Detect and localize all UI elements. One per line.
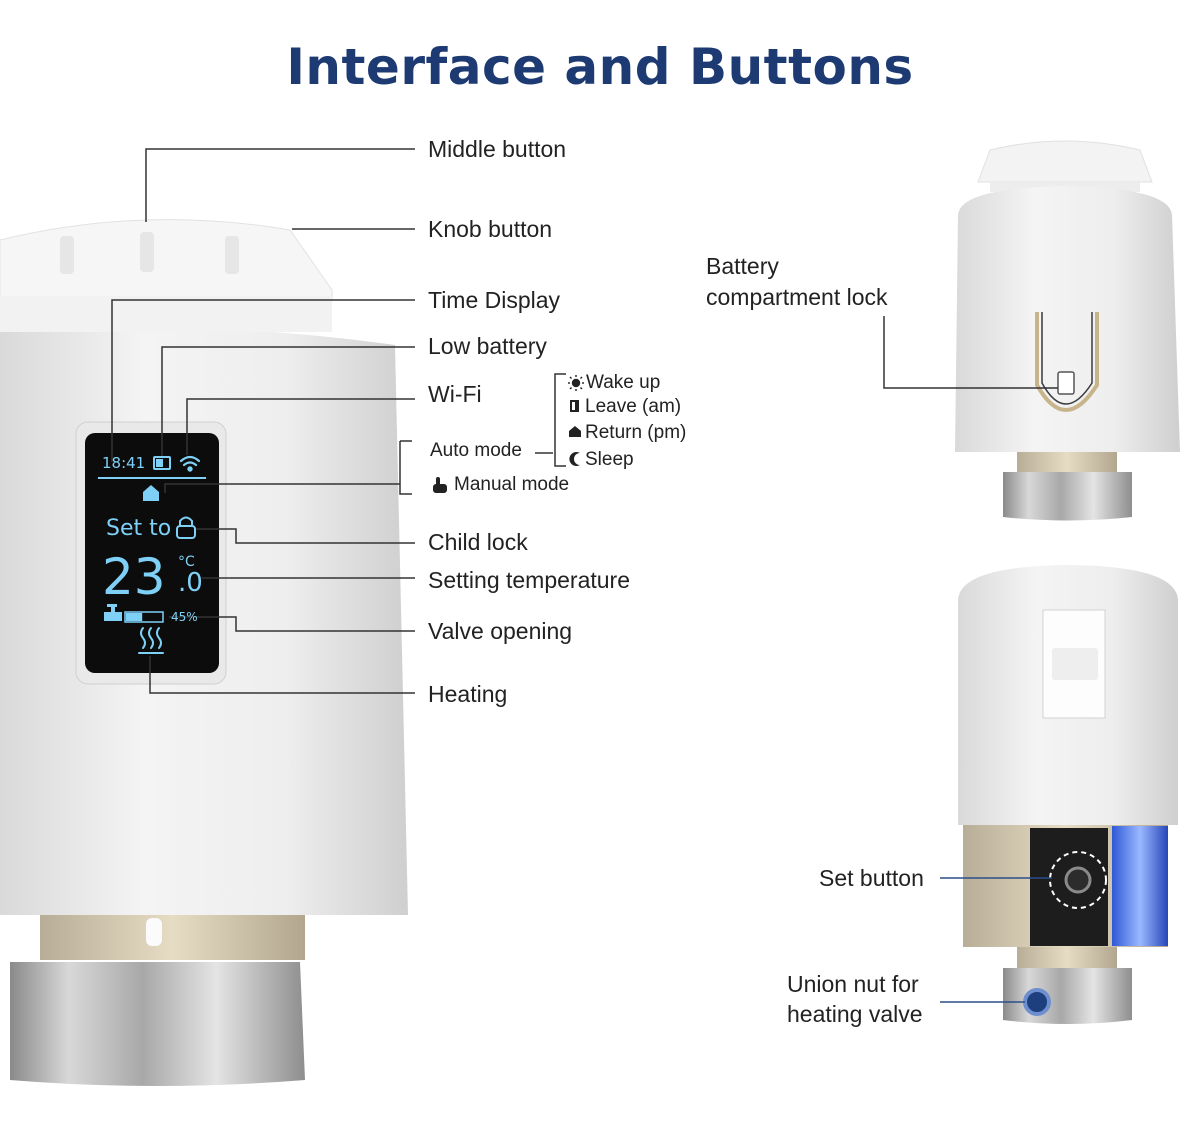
- door-icon: [570, 400, 579, 412]
- house-icon: [569, 426, 581, 437]
- lcd-heating-icon: [138, 627, 164, 654]
- callout-lines-blue: [940, 877, 1052, 1003]
- label-wifi: Wi-Fi: [428, 381, 482, 407]
- lcd-lock-icon: [176, 516, 196, 539]
- lcd-valve-bar: [124, 611, 164, 623]
- label-auto-mode: Auto mode: [430, 440, 522, 461]
- lcd-temp-dec: .0: [178, 568, 203, 598]
- lcd-temp-int: 23: [102, 548, 166, 606]
- label-valve-opening: Valve opening: [428, 618, 573, 644]
- lcd-battery-icon: [153, 456, 171, 470]
- auto-mode-leave: Leave (am): [585, 396, 682, 417]
- lcd-wifi-icon: [179, 455, 201, 472]
- lcd-valve-icon: [104, 604, 122, 621]
- side-thermostat: [955, 140, 1180, 521]
- auto-mode-wake-up: Wake up: [586, 372, 661, 393]
- label-middle-button: Middle button: [428, 136, 567, 162]
- label-battery-lock-2: compartment lock: [706, 284, 888, 310]
- label-union-nut-2: heating valve: [787, 1001, 923, 1027]
- label-setting-temperature: Setting temperature: [428, 567, 631, 593]
- battery-lock-icon: [1057, 371, 1075, 395]
- hand-pointer-icon: [433, 477, 447, 493]
- lcd-time: 18:41: [102, 454, 146, 472]
- sun-icon: [568, 375, 584, 391]
- label-heating: Heating: [428, 681, 508, 707]
- union-nut-marker: [1023, 988, 1051, 1016]
- label-set-button: Set button: [819, 865, 924, 891]
- lcd-set-to: Set to: [106, 516, 172, 541]
- lcd-unit: °C: [178, 554, 195, 570]
- label-manual-mode: Manual mode: [454, 474, 570, 495]
- label-union-nut-1: Union nut for: [787, 971, 919, 997]
- label-low-battery: Low battery: [428, 333, 547, 359]
- callout-lines: [111, 148, 1058, 694]
- main-thermostat: [0, 219, 408, 1086]
- label-battery-lock-1: Battery: [706, 253, 779, 279]
- auto-mode-return: Return (pm): [585, 422, 687, 443]
- page-title: Interface and Buttons: [286, 38, 914, 96]
- lcd-valve-percent: 45%: [171, 610, 198, 624]
- set-button-marker: [1049, 851, 1107, 909]
- lcd-house-icon: [143, 485, 159, 501]
- label-time-display: Time Display: [428, 287, 561, 313]
- moon-icon: [569, 452, 580, 466]
- open-thermostat: [958, 565, 1178, 1024]
- label-child-lock: Child lock: [428, 529, 528, 555]
- auto-mode-sleep: Sleep: [585, 449, 634, 470]
- label-knob-button: Knob button: [428, 216, 553, 242]
- lcd-valve-fill: [126, 613, 143, 621]
